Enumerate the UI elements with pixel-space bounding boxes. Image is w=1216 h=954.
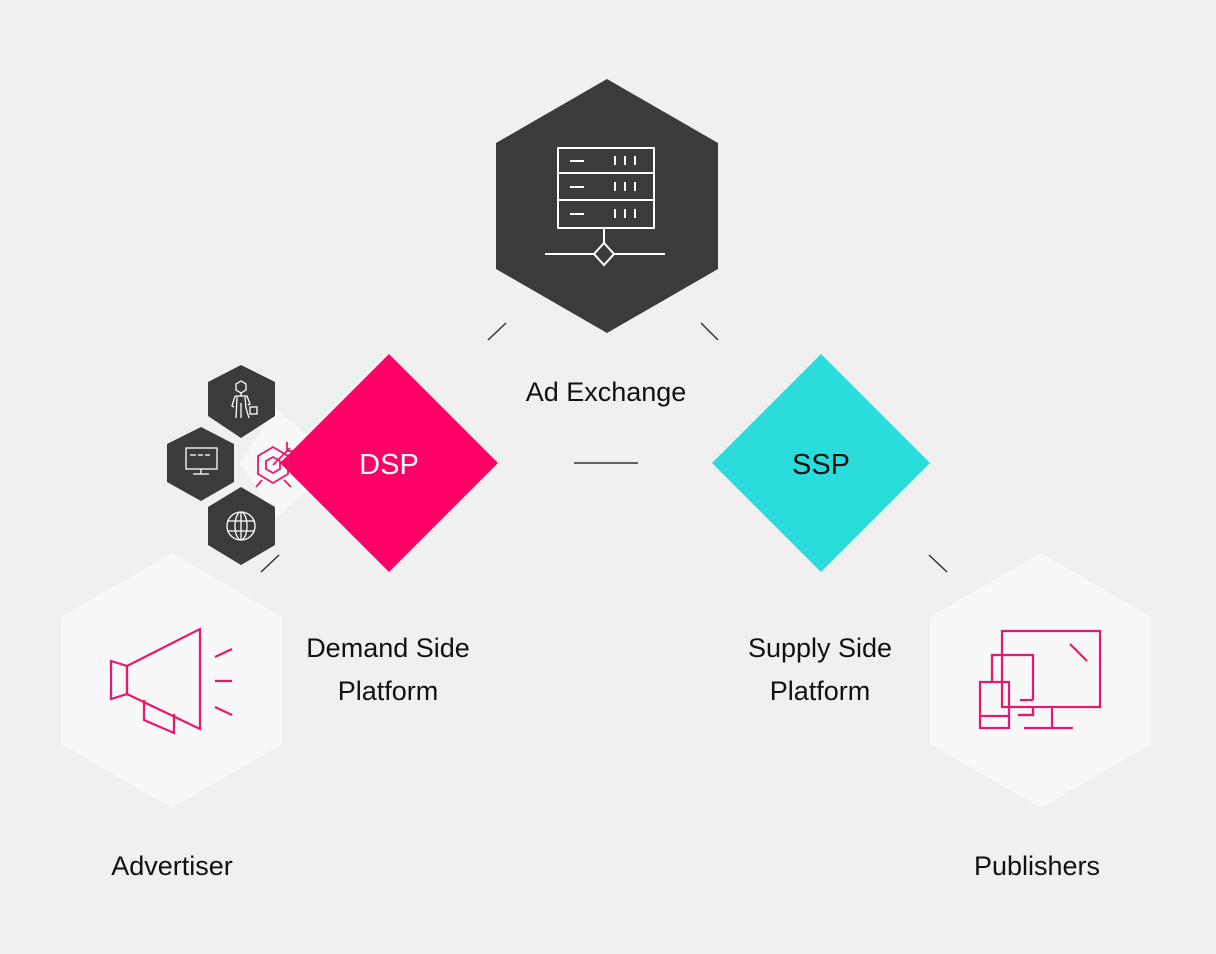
connector-ssp-publishers [928,554,948,573]
dsp-abbr: DSP [359,449,419,481]
publishers-node [930,553,1151,808]
person-with-bag-icon [231,380,258,419]
satellite-hexagon [167,427,234,501]
advertiser-hexagon [61,553,282,808]
monitor-icon [185,447,218,475]
megaphone-icon [109,627,233,735]
satellite-hexagon [208,365,275,438]
multi-device-icon [978,629,1102,730]
dsp-satellite-person [208,365,275,438]
globe-icon [226,511,256,541]
dsp-label: Demand Side Platform [306,633,470,706]
dsp-node: DSP [280,354,498,572]
ssp-diamond [712,354,930,572]
advertiser-label: Advertiser [111,851,233,881]
ad-exchange-hexagon [496,79,718,333]
connector-advertiser-dsp [260,554,280,573]
connector-adx-ssp [700,322,719,341]
server-rack-icon [545,147,665,267]
publishers-hexagon [930,553,1151,808]
dsp-diamond [280,354,498,572]
publishers-label: Publishers [973,851,1101,881]
target-arrow-icon [255,442,296,488]
dsp-satellite-monitor [167,427,234,501]
ad-exchange-node [496,79,718,333]
ssp-abbr: SSP [792,449,850,481]
ssp-label: Supply Side Platform [747,633,893,706]
ssp-node: SSP [712,354,930,572]
connectors [260,322,948,573]
dsp-satellite-globe [208,487,275,565]
connector-dsp-adx [487,322,507,341]
advertiser-node [61,553,282,808]
ad-exchange-label: Ad Exchange [525,377,687,407]
